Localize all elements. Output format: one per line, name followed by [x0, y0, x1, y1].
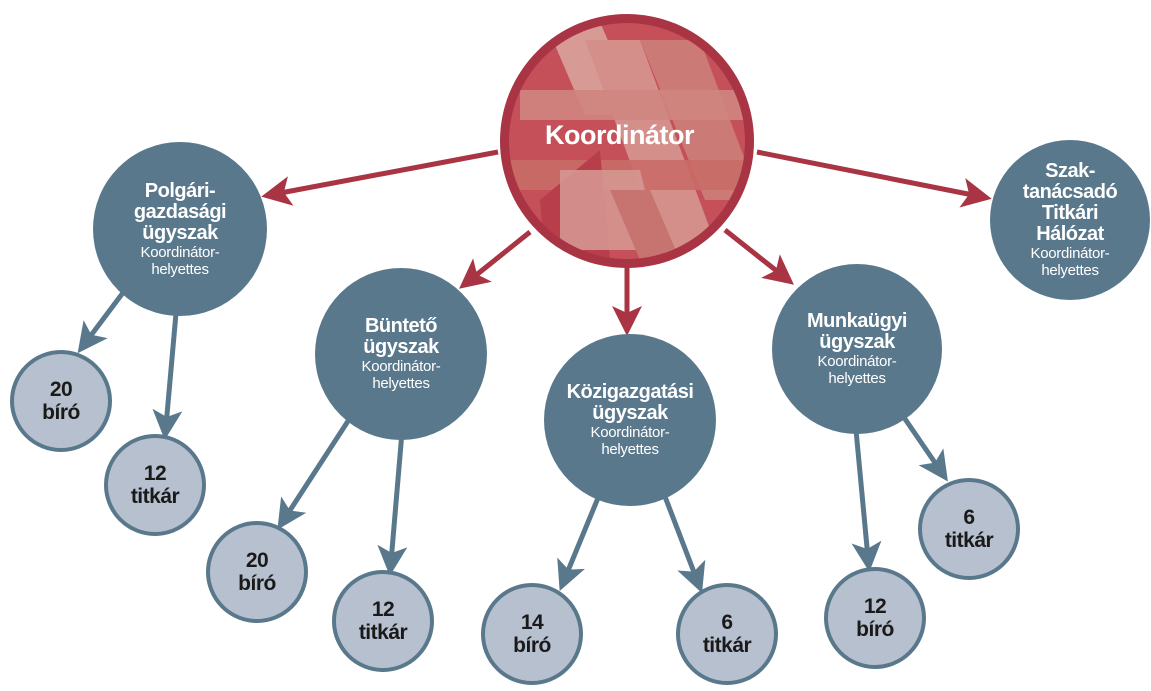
leaf-polgari-titkar: 12 titkár	[104, 434, 206, 536]
leaf-munka-titkar: 6 titkár	[918, 478, 1020, 580]
leaf-count: 14	[520, 611, 544, 634]
leaf-kozig-biro: 14 bíró	[481, 583, 583, 685]
node-subtitle: Koordinátor- helyettes	[361, 358, 441, 392]
node-munkaugyi: Munkaügyi ügyszak Koordinátor- helyettes	[772, 264, 942, 434]
node-title: Közigazgatási ügyszak	[566, 381, 694, 424]
arrow-polgari-biro	[77, 288, 127, 354]
leaf-munka-biro: 12 bíró	[824, 567, 926, 669]
node-title: Büntető ügyszak	[363, 315, 439, 358]
leaf-bunteto-titkar: 12 titkár	[332, 570, 434, 672]
leaf-count: 6	[963, 506, 975, 529]
leaf-polgari-biro: 20 bíró	[10, 350, 112, 452]
leaf-count: 12	[143, 462, 167, 485]
arrow-kozig-biro	[557, 497, 601, 591]
leaf-role: bíró	[42, 401, 80, 424]
arrow-kozig-titkar	[661, 493, 706, 594]
node-subtitle: Koordinátor- helyettes	[817, 353, 897, 387]
leaf-count: 12	[371, 598, 395, 621]
node-bunteto: Büntető ügyszak Koordinátor- helyettes	[315, 268, 487, 440]
node-title: Munkaügyi ügyszak	[807, 310, 907, 353]
leaf-role: titkár	[702, 634, 752, 657]
arrow-munka-titkar	[900, 414, 948, 482]
node-kozigazgatasi: Közigazgatási ügyszak Koordinátor- helye…	[544, 334, 716, 506]
arrow-to-polgari	[261, 149, 499, 206]
node-title: Szak- tanácsadó Titkári Hálózat	[1022, 160, 1118, 245]
leaf-role: titkár	[130, 485, 180, 508]
coordinator-title: Koordinátor	[545, 120, 695, 150]
arrow-polgari-titkar	[152, 301, 183, 440]
arrow-bunteto-biro	[277, 416, 353, 530]
leaf-count: 20	[49, 378, 73, 401]
arrow-bunteto-titkar	[377, 431, 408, 576]
node-title: Polgári- gazdasági ügyszak	[133, 179, 227, 244]
leaf-role: bíró	[856, 618, 894, 641]
arrow-to-munka	[723, 228, 794, 285]
leaf-count: 12	[863, 595, 887, 618]
leaf-count: 20	[245, 549, 269, 572]
node-subtitle: Koordinátor- helyettes	[1030, 245, 1110, 279]
coordinator-node	[500, 14, 754, 268]
node-szaktanacsado: Szak- tanácsadó Titkári Hálózat Koordiná…	[990, 140, 1150, 300]
node-polgari-gazdasagi: Polgári- gazdasági ügyszak Koordinátor- …	[93, 142, 267, 316]
leaf-kozig-titkar: 6 titkár	[676, 583, 778, 685]
leaf-count: 6	[721, 611, 733, 634]
leaf-role: bíró	[238, 572, 276, 595]
leaf-bunteto-biro: 20 bíró	[206, 521, 308, 623]
arrow-to-bunteto	[459, 230, 532, 289]
node-subtitle: Koordinátor- helyettes	[140, 243, 220, 278]
arrow-to-szak	[756, 149, 992, 208]
leaf-role: titkár	[358, 621, 408, 644]
node-subtitle: Koordinátor- helyettes	[590, 424, 670, 458]
arrow-munka-biro	[851, 429, 882, 572]
leaf-role: titkár	[944, 529, 994, 552]
leaf-role: bíró	[513, 634, 551, 657]
